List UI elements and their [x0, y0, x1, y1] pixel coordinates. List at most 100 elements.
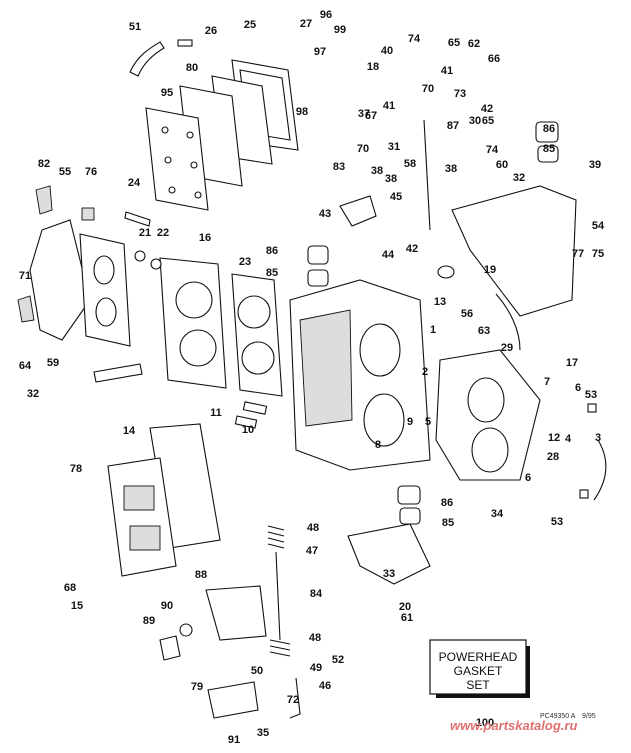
- callout-label: 51: [129, 21, 141, 33]
- callout-label: 60: [496, 159, 508, 171]
- callout-label: 97: [314, 46, 326, 58]
- callout-label: 6: [575, 382, 581, 394]
- callout-label: 73: [454, 88, 466, 100]
- callout-label: 53: [585, 389, 597, 401]
- callout-label: 45: [390, 191, 402, 203]
- callout-label: 86: [543, 123, 555, 135]
- callout-label: 70: [422, 83, 434, 95]
- reed-port: [129, 525, 161, 551]
- callout-label: 1: [430, 324, 436, 336]
- callout-label: 6: [525, 472, 531, 484]
- callout-label: 88: [195, 569, 207, 581]
- part-motor-mount: [535, 121, 559, 143]
- callout-label: 10: [242, 424, 254, 436]
- callout-label: 49: [310, 662, 322, 674]
- callout-label: 74: [486, 144, 499, 156]
- callout-label: 71: [19, 270, 31, 282]
- callout-label: 78: [70, 463, 82, 475]
- callout-label: 28: [547, 451, 559, 463]
- callout-label: 65: [448, 37, 460, 49]
- combustion-chamber: [179, 329, 217, 367]
- part-water-hose: [129, 41, 165, 77]
- callout-label: 37: [358, 108, 370, 120]
- callout-label: 86: [441, 497, 453, 509]
- callout-label: 80: [186, 62, 198, 74]
- port-hole: [93, 255, 115, 285]
- callout-label: 82: [38, 158, 50, 170]
- callout-label: 100: [476, 717, 494, 729]
- part-fitting: [587, 403, 597, 413]
- part-cap: [437, 265, 455, 279]
- gasket-set-line1: POWERHEAD: [439, 650, 518, 664]
- part-washer: [150, 258, 162, 270]
- port-hole: [95, 297, 117, 327]
- callout-label: 95: [161, 87, 173, 99]
- drawing-reference: PC49350 A: [540, 713, 576, 720]
- callout-label: 4: [565, 433, 572, 445]
- part-cylinder-head: [159, 257, 227, 389]
- callout-label: 67: [365, 110, 377, 122]
- part-head-gasket: [231, 273, 283, 397]
- part-motor-mount: [307, 269, 329, 287]
- callout-label: 86: [266, 245, 278, 257]
- callout-label: 87: [447, 120, 459, 132]
- callout-label: 16: [199, 232, 211, 244]
- callout-label: 84: [310, 588, 323, 600]
- callout-label: 31: [388, 141, 400, 153]
- callout-label: 25: [244, 19, 256, 31]
- crankcase-bore: [467, 377, 505, 423]
- callout-label: 8: [375, 439, 381, 451]
- gasket-holes: [161, 126, 202, 199]
- part-dowel-pin: [234, 415, 258, 429]
- callout-label: 72: [287, 694, 299, 706]
- callout-label: 9: [407, 416, 413, 428]
- callout-label: 47: [306, 545, 318, 557]
- callout-label: 41: [441, 65, 453, 77]
- callout-label: 38: [371, 165, 383, 177]
- part-hose: [593, 439, 607, 501]
- callout-label: 42: [406, 243, 418, 255]
- part-bolt: [124, 211, 151, 227]
- callout-label: 98: [296, 106, 308, 118]
- drawing-code: 9/95: [582, 713, 596, 720]
- callout-label: 79: [191, 681, 203, 693]
- callout-label: 85: [543, 143, 555, 155]
- part-spring: [269, 639, 291, 657]
- callout-label: 54: [592, 220, 605, 232]
- callout-label: 63: [478, 325, 490, 337]
- block-bore: [363, 393, 405, 447]
- callout-label: 52: [332, 654, 344, 666]
- part-support-bracket: [451, 185, 577, 317]
- callout-label: 3: [595, 432, 601, 444]
- callout-label: 38: [445, 163, 457, 175]
- part-motor-mount: [399, 507, 421, 525]
- part-bypass-plate: [79, 233, 131, 347]
- callout-label: 89: [143, 615, 155, 627]
- part-cam-bracket: [207, 681, 259, 719]
- callout-label: 96: [320, 9, 332, 21]
- gasket-set-box: [429, 639, 527, 695]
- callout-label: 12: [548, 432, 560, 444]
- part-washer: [179, 623, 193, 637]
- callout-label: 33: [383, 568, 395, 580]
- callout-label: 59: [47, 357, 59, 369]
- callout-label: 41: [383, 100, 395, 112]
- part-plug: [81, 207, 95, 221]
- gasket-bore: [237, 295, 271, 329]
- part-drawings: [17, 39, 607, 719]
- crankcase-bore: [471, 427, 509, 473]
- part-washer: [134, 250, 146, 262]
- part-screw: [177, 39, 193, 47]
- callout-label: 11: [210, 407, 222, 419]
- callout-label: 44: [382, 249, 395, 261]
- callout-label: 21: [139, 227, 151, 239]
- callout-label: 64: [19, 360, 32, 372]
- callout-label: 38: [385, 173, 397, 185]
- watermark: www.partskatalog.ru: [450, 718, 577, 733]
- callout-label: 68: [64, 582, 76, 594]
- callout-label: 61: [401, 612, 413, 624]
- gasket-set-line3: SET: [466, 678, 490, 692]
- callout-label: 56: [461, 308, 473, 320]
